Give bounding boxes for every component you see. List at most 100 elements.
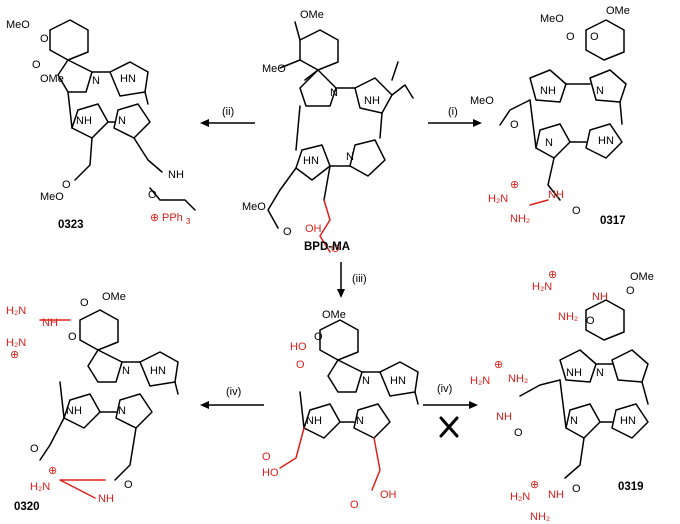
- o-label: O: [68, 331, 77, 343]
- acid-oh-label: OH: [305, 223, 322, 235]
- acid-oh-label: OH: [380, 489, 397, 501]
- acid-ho-label-2: HO: [262, 467, 279, 479]
- guanidine-charge-3: ⊕: [530, 479, 539, 491]
- hn-label: HN: [620, 415, 636, 427]
- guanidine-nh2-label-3: NH₂: [530, 511, 550, 523]
- compound-bpd-ma: OMe MeO NH N N HN MeO O O OH BPD-MA: [242, 9, 414, 255]
- n-label-2: N: [346, 151, 354, 163]
- amide-nh-label: NH: [168, 169, 184, 181]
- guanidine-nh-label: NH: [548, 189, 564, 201]
- o-label-3: O: [30, 443, 39, 455]
- guanidine-charge: ⊕: [10, 349, 19, 361]
- o-label-3: O: [514, 427, 523, 439]
- guanidine-h2n-label: H₂N: [488, 193, 508, 205]
- hn-label: HN: [303, 155, 319, 167]
- n-label: N: [596, 367, 604, 379]
- compound-0319: H₂N ⊕ NH₂ NH O O OMe ⊕ NH₂ H₂N NH O NH N…: [470, 269, 654, 523]
- nh-label: NH: [76, 115, 92, 127]
- guanidine-charge: ⊕: [510, 179, 519, 191]
- guanidine-h2n-label-2: H₂N: [470, 375, 490, 387]
- pph3-label: PPh: [162, 212, 183, 224]
- arrow-to-0320: (iv): [200, 386, 264, 409]
- o-label: O: [586, 315, 595, 327]
- compound-0320: H₂N NH H₂N ⊕ O O OMe N HN NH N O ⊕ H₂N N…: [6, 291, 179, 513]
- n-label: N: [330, 87, 338, 99]
- o-label: O: [40, 33, 49, 45]
- amide-o-label: O: [148, 189, 157, 201]
- guanidine-nh2-label: NH₂: [510, 213, 530, 225]
- arrow-to-0319-blocked: (iv): [423, 383, 478, 438]
- n-label-2: N: [570, 415, 578, 427]
- ome-label: OMe: [630, 271, 654, 283]
- compound-id-0320: 0320: [14, 501, 40, 513]
- compound-id-0319: 0319: [618, 481, 644, 493]
- compound-id-0323: 0323: [58, 219, 84, 231]
- hn-label: HN: [120, 73, 136, 85]
- guanidine-nh2-label: NH₂: [558, 311, 578, 323]
- step-iii-label: (iii): [352, 273, 367, 285]
- n-label: N: [122, 365, 130, 377]
- o-label-3: O: [62, 179, 71, 191]
- meo-ester-label: MeO: [40, 191, 64, 203]
- amide-o-label: O: [124, 479, 133, 491]
- o-label: O: [566, 31, 575, 43]
- meo-label: MeO: [6, 19, 30, 31]
- hn-label: HN: [390, 375, 406, 387]
- ester-o-label: O: [314, 331, 323, 343]
- nh-label: NH: [566, 367, 582, 379]
- arrow-down-iii: (iii): [337, 262, 367, 298]
- guanidine-nh2-label-2: NH₂: [508, 373, 528, 385]
- arrow-to-0323: (ii): [200, 106, 255, 127]
- meo-label: MeO: [540, 13, 564, 25]
- o-label: O: [283, 226, 292, 238]
- guanidine-charge: ⊕: [548, 269, 557, 281]
- ome-label: OMe: [40, 73, 64, 85]
- guanidine-nh-label: NH: [592, 291, 608, 303]
- step-iv-right-label: (iv): [437, 383, 452, 395]
- compound-0317: OMe MeO O O N NH HN N MeO O H₂N ⊕ NH NH₂…: [470, 5, 630, 227]
- guanidine-charge-2: ⊕: [494, 359, 503, 371]
- pph3-subscript: 3: [186, 217, 191, 226]
- guanidine-nh-label-3: NH: [548, 489, 564, 501]
- ome-label: OMe: [102, 291, 126, 303]
- guanidine-h2n-label: H₂N: [6, 305, 26, 317]
- step-iv-left-label: (iv): [226, 386, 241, 398]
- meo-ester-label: MeO: [470, 95, 494, 107]
- n-label-2: N: [545, 137, 553, 149]
- o-label-2: O: [32, 59, 41, 71]
- hn-label: HN: [598, 135, 614, 147]
- nh-label: NH: [66, 405, 82, 417]
- acid-o-label: O: [331, 243, 340, 255]
- n-label: N: [596, 85, 604, 97]
- compound-0323: MeO O O OMe N HN NH N MeO O O NH PPh 3 ⊕…: [6, 19, 196, 231]
- nh-label: NH: [306, 415, 322, 427]
- guanidine-h2n-label: H₂N: [532, 281, 552, 293]
- hn-label: HN: [150, 365, 166, 377]
- o-label-2: O: [590, 31, 599, 43]
- ome-label: OMe: [606, 5, 630, 17]
- guanidine-h2n-label-3: H₂N: [510, 491, 530, 503]
- meo-label: MeO: [262, 63, 286, 75]
- arrow-to-0317: (i): [428, 106, 482, 127]
- guanidine-nh-label-2: NH: [496, 411, 512, 423]
- ome-label: OMe: [300, 9, 324, 21]
- phosphonium-charge: ⊕: [150, 212, 159, 224]
- nh-label: NH: [364, 95, 380, 107]
- n-label-2: N: [118, 405, 126, 417]
- guanidine-charge-2: ⊕: [48, 465, 57, 477]
- o-label-2: O: [626, 285, 635, 297]
- meo-ester-label: MeO: [242, 201, 266, 213]
- compound-id-0317: 0317: [600, 215, 626, 227]
- compound-diacid: OMe HO O O N HN NH N HO O O OH: [262, 309, 419, 511]
- guanidine-h2n-label-2: H₂N: [6, 337, 26, 349]
- acid-o-label-3: O: [350, 499, 359, 511]
- step-ii-label: (ii): [222, 106, 234, 118]
- amide-o-label: O: [572, 483, 581, 495]
- acid-ho-label: HO: [290, 341, 307, 353]
- guanidine-h2n-label-3: H₂N: [30, 481, 50, 493]
- o-label-2: O: [80, 297, 89, 309]
- n-label: N: [92, 75, 100, 87]
- acid-o-label: O: [296, 359, 305, 371]
- n-label-2: N: [118, 115, 126, 127]
